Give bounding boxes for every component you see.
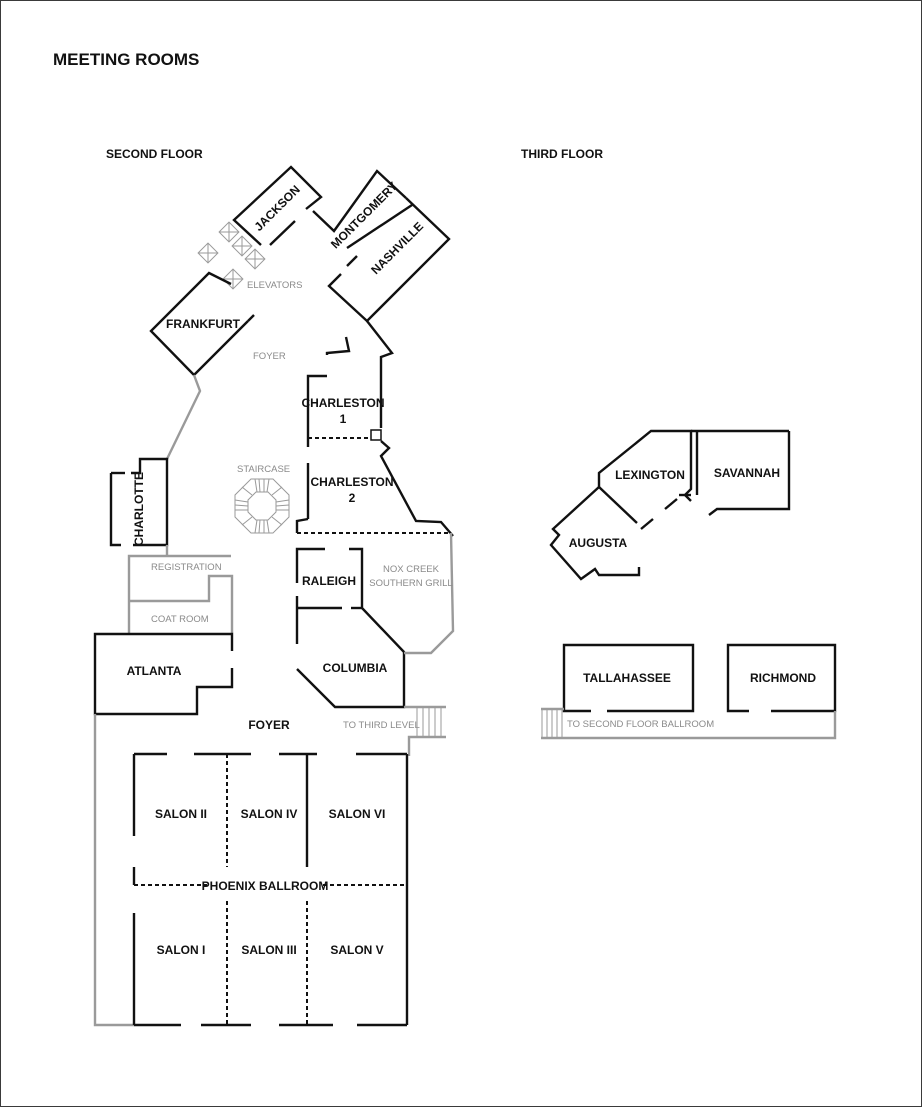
room-lexington-savannah[interactable]: LEXINGTON SAVANNAH bbox=[597, 429, 791, 530]
salon-1-label: SALON I bbox=[157, 943, 206, 957]
elevators-label: ELEVATORS bbox=[247, 280, 302, 291]
room-jackson-label: JACKSON bbox=[251, 182, 302, 233]
grill-label-line1: NOX CREEK bbox=[383, 564, 440, 575]
staircase-label: STAIRCASE bbox=[237, 464, 290, 475]
foyer-west-wall bbox=[93, 714, 134, 1027]
salon-5-label: SALON V bbox=[330, 943, 383, 957]
to-second-floor-label: TO SECOND FLOOR BALLROOM bbox=[567, 719, 714, 730]
foyer-lower-label: FOYER bbox=[248, 718, 290, 732]
room-jackson[interactable]: JACKSON bbox=[232, 165, 323, 246]
room-columbia-label: COLUMBIA bbox=[323, 661, 388, 675]
room-savannah-label: SAVANNAH bbox=[714, 466, 780, 480]
grill-label-line2: SOUTHERN GRILL bbox=[369, 578, 452, 589]
room-charleston1-number: 1 bbox=[340, 412, 347, 426]
room-charlotte-label: CHARLOTTE bbox=[132, 472, 146, 546]
room-augusta[interactable]: AUGUSTA bbox=[549, 486, 641, 581]
room-raleigh-label: RALEIGH bbox=[302, 574, 356, 588]
staircase: STAIRCASE bbox=[234, 464, 290, 534]
room-charleston2-label: CHARLESTON bbox=[310, 475, 393, 489]
room-augusta-label: AUGUSTA bbox=[569, 536, 628, 550]
page-title: MEETING ROOMS bbox=[53, 50, 199, 69]
room-lexington-label: LEXINGTON bbox=[615, 468, 685, 482]
phoenix-ballroom[interactable]: SALON II SALON IV SALON VI PHOENIX BALLR… bbox=[132, 752, 409, 1027]
room-charleston[interactable]: CHARLESTON 1 CHARLESTON 2 bbox=[295, 320, 454, 537]
salon-4-label: SALON IV bbox=[241, 807, 298, 821]
room-charleston2-number: 2 bbox=[349, 491, 356, 505]
room-charlotte[interactable]: CHARLOTTE bbox=[109, 457, 169, 547]
third-floor-heading: THIRD FLOOR bbox=[521, 147, 603, 161]
second-floor-heading: SECOND FLOOR bbox=[106, 147, 203, 161]
coat-room-label: COAT ROOM bbox=[151, 614, 209, 625]
room-frankfurt[interactable]: FRANKFURT bbox=[149, 271, 255, 377]
registration-label: REGISTRATION bbox=[151, 562, 222, 573]
room-frankfurt-label: FRANKFURT bbox=[166, 317, 241, 331]
stairs-to-third-level[interactable]: TO THIRD LEVEL bbox=[343, 705, 446, 756]
elevators: ELEVATORS bbox=[197, 221, 302, 291]
corridor-west-wall bbox=[165, 374, 202, 460]
room-tallahassee-label: TALLAHASSEE bbox=[583, 671, 671, 685]
phoenix-ballroom-label: PHOENIX BALLROOM bbox=[202, 879, 329, 893]
to-third-level-label: TO THIRD LEVEL bbox=[343, 720, 420, 731]
room-montgomery-nashville[interactable]: MONTGOMERY NASHVILLE bbox=[312, 169, 451, 323]
room-atlanta-label: ATLANTA bbox=[127, 664, 182, 678]
salon-3-label: SALON III bbox=[241, 943, 296, 957]
nox-creek-grill: NOX CREEK SOUTHERN GRILL bbox=[369, 532, 455, 655]
room-richmond-label: RICHMOND bbox=[750, 671, 816, 685]
salon-2-label: SALON II bbox=[155, 807, 207, 821]
registration-area: REGISTRATION COAT ROOM bbox=[127, 545, 234, 633]
salon-6-label: SALON VI bbox=[329, 807, 386, 821]
room-atlanta[interactable]: ATLANTA bbox=[93, 632, 234, 716]
stairs-to-second-floor[interactable]: TO SECOND FLOOR BALLROOM bbox=[541, 707, 837, 740]
room-richmond[interactable]: RICHMOND bbox=[726, 643, 837, 713]
room-charleston1-label: CHARLESTON bbox=[301, 396, 384, 410]
foyer-upper-label: FOYER bbox=[253, 351, 286, 362]
room-tallahassee[interactable]: TALLAHASSEE bbox=[562, 643, 695, 713]
